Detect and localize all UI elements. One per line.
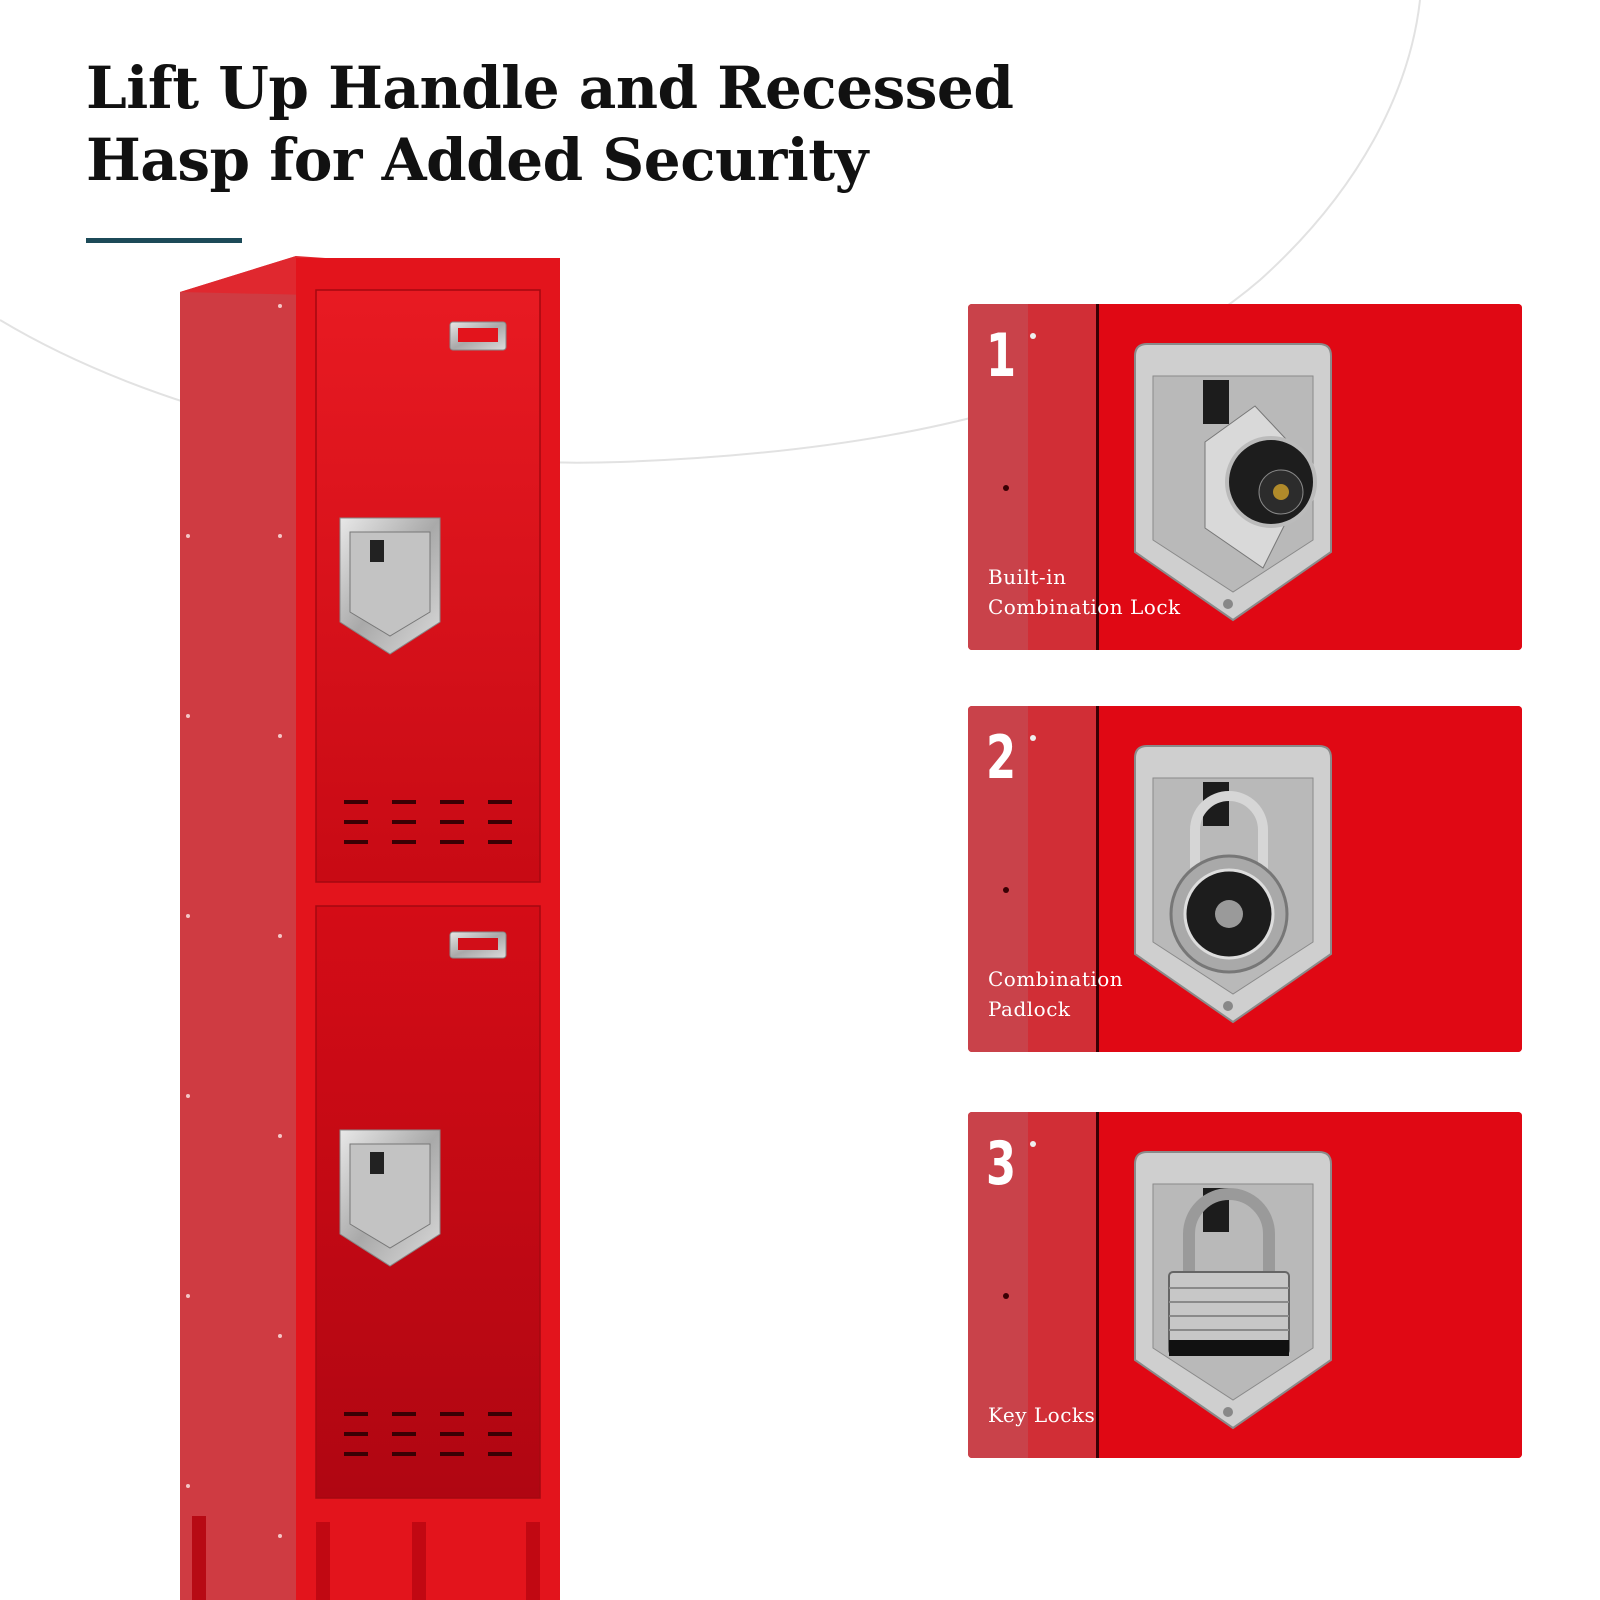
option-card-1: 1 Built-in Combination Lock bbox=[968, 304, 1522, 650]
keyed-padlock-icon bbox=[1134, 1151, 1332, 1430]
combination-padlock-icon bbox=[1134, 745, 1332, 1024]
option-label-line-1: Built-in bbox=[988, 565, 1067, 589]
option-card-2: 2 Combination Padlock bbox=[968, 706, 1522, 1052]
locker-illustration bbox=[180, 256, 560, 1600]
option-number: 3 bbox=[986, 1129, 1017, 1199]
title-underline bbox=[86, 238, 242, 243]
page-title-line-2: Hasp for Added Security bbox=[86, 126, 868, 194]
option-number: 2 bbox=[986, 723, 1017, 793]
option-number: 1 bbox=[986, 321, 1017, 391]
option-label: Combination Padlock bbox=[988, 964, 1123, 1024]
built-in-combination-dial-icon bbox=[1134, 343, 1332, 622]
option-label: Key Locks bbox=[988, 1400, 1095, 1430]
option-label-line-2: Combination Lock bbox=[988, 595, 1181, 619]
page-title-line-1: Lift Up Handle and Recessed bbox=[86, 54, 1014, 122]
option-label-line-1: Key Locks bbox=[988, 1403, 1096, 1427]
option-label-line-2: Padlock bbox=[988, 997, 1071, 1021]
option-label-line-1: Combination bbox=[988, 967, 1124, 991]
page-title: Lift Up Handle and Recessed Hasp for Add… bbox=[86, 52, 1014, 196]
option-label: Built-in Combination Lock bbox=[988, 562, 1181, 622]
option-card-3: 3 Key Locks bbox=[968, 1112, 1522, 1458]
